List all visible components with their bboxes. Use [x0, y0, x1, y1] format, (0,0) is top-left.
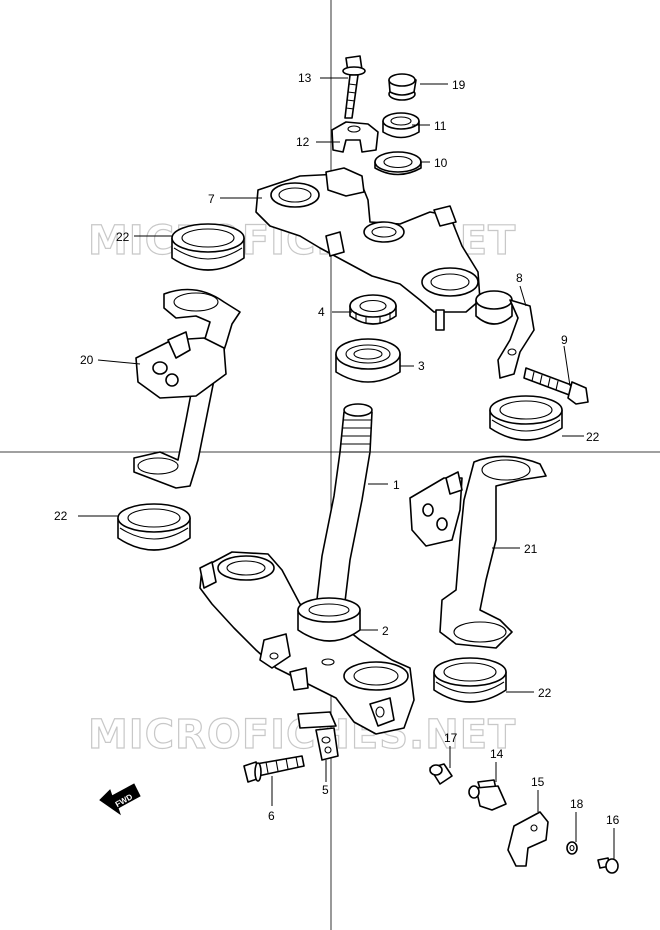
callout-7: 7: [208, 192, 215, 206]
callout-22-right-lower: 22: [538, 686, 552, 700]
part-1-steering-stem: [315, 403, 373, 611]
part-22-grommet-top-left: [171, 223, 245, 271]
part-15-plate: [507, 811, 549, 867]
callout-6: 6: [268, 809, 275, 823]
callout-labels: 13 19 11 10 12 7 22 8 4 9 20 3 22 1 22 2…: [54, 71, 620, 827]
callout-8: 8: [516, 271, 523, 285]
callout-22-left-lower: 22: [54, 509, 68, 523]
callout-17: 17: [444, 731, 458, 745]
part-20-bracket: [133, 288, 241, 489]
part-4-nut: [349, 294, 397, 325]
part-14-switch: [468, 779, 507, 811]
part-21-bracket: [409, 455, 547, 649]
callout-16: 16: [606, 813, 620, 827]
callout-12: 12: [296, 135, 310, 149]
part-12-bracket: [331, 121, 379, 153]
part-17-cap: [429, 763, 453, 785]
callout-22-right-upper: 22: [586, 430, 600, 444]
callout-3: 3: [418, 359, 425, 373]
part-9-bolt: [523, 367, 589, 405]
callout-18: 18: [570, 797, 584, 811]
leader-lines: [78, 77, 615, 860]
callout-9: 9: [561, 333, 568, 347]
callout-5: 5: [322, 783, 329, 797]
callout-19: 19: [452, 78, 466, 92]
callout-11: 11: [434, 119, 447, 133]
part-7-upper-bracket: [255, 167, 481, 331]
part-18-washer: [566, 841, 578, 855]
callout-21: 21: [524, 542, 538, 556]
callout-22-top-left: 22: [116, 230, 130, 244]
part-19-cap: [388, 73, 417, 101]
callout-14: 14: [490, 747, 504, 761]
callout-13: 13: [298, 71, 312, 85]
part-11-washer: [382, 112, 420, 139]
part-22-grommet-left-lower: [117, 503, 191, 551]
part-5-clip: [297, 711, 339, 761]
part-6-bolt: [243, 755, 305, 783]
fwd-arrow: FWD: [99, 783, 141, 816]
callout-10: 10: [434, 156, 448, 170]
part-16-screw: [597, 857, 619, 874]
part-8-bracket: [475, 290, 535, 379]
part-22-grommet-right-lower: [433, 657, 507, 703]
part-3-bearing: [335, 338, 401, 383]
part-10-ring: [374, 151, 422, 176]
part-13-bolt: [342, 55, 366, 119]
callout-2: 2: [382, 624, 389, 638]
callout-4: 4: [318, 305, 325, 319]
callout-1: 1: [393, 478, 400, 492]
part-2-lower-bracket: [199, 551, 415, 735]
callout-15: 15: [531, 775, 545, 789]
part-22-grommet-right-upper: [489, 395, 563, 441]
callout-20: 20: [80, 353, 94, 367]
